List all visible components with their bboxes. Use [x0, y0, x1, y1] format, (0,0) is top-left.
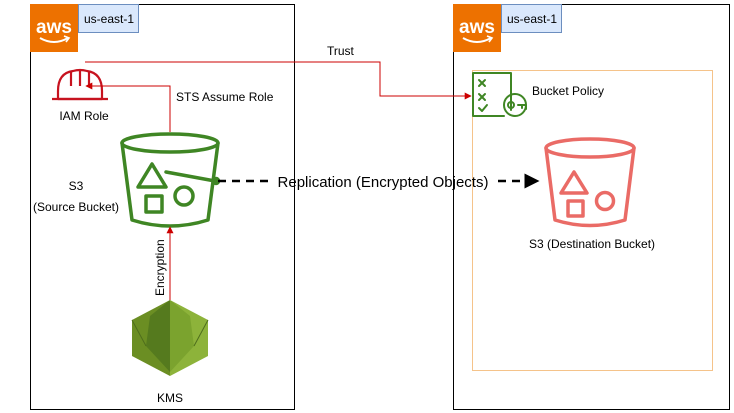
aws-logo-badge	[30, 4, 78, 52]
s3-destination-label: S3 (Destination Bucket)	[529, 237, 655, 251]
aws-smile-icon	[39, 37, 69, 43]
iam-role-node: IAM Role	[52, 68, 109, 123]
checklist-key-icon	[472, 72, 527, 117]
region-destination: aws us-east-1	[453, 4, 730, 410]
region-name: us-east-1	[84, 12, 134, 26]
trust-label: Trust	[327, 44, 355, 58]
iam-role-label: IAM Role	[59, 109, 109, 123]
destination-account-frame	[472, 70, 713, 371]
region-tag	[501, 4, 562, 33]
helmet-icon	[52, 68, 108, 101]
bucket-icon	[120, 132, 221, 228]
aws-logo: aws	[459, 17, 495, 38]
s3-source-label-line1: S3	[69, 179, 84, 193]
region-frame	[30, 4, 295, 410]
aws-smile-arrow-icon	[63, 35, 71, 43]
aws-logo: aws	[36, 17, 72, 38]
shield-icon	[131, 300, 209, 376]
s3-source-label-line2: (Source Bucket)	[33, 200, 119, 214]
kms-label: KMS	[157, 391, 183, 405]
sts-assume-role-arrow	[85, 82, 171, 132]
trust-arrow	[85, 61, 472, 100]
bucket-policy-node: Bucket Policy	[472, 72, 604, 117]
s3-source-bucket: S3 (Source Bucket)	[33, 132, 221, 228]
replication-label: Replication (Encrypted Objects)	[278, 174, 489, 191]
region-name: us-east-1	[507, 12, 557, 26]
region-tag	[78, 4, 139, 33]
aws-smile-icon	[462, 37, 492, 43]
aws-logo-badge	[453, 4, 501, 52]
aws-smile-arrow-icon	[486, 35, 494, 43]
s3-destination-bucket: S3 (Destination Bucket)	[529, 137, 655, 251]
region-source: aws us-east-1	[30, 4, 295, 410]
sts-label: STS Assume Role	[176, 90, 274, 104]
bucket-icon	[544, 137, 636, 228]
kms-node: KMS	[131, 300, 209, 405]
bucket-policy-label: Bucket Policy	[532, 84, 604, 98]
region-frame	[453, 4, 730, 410]
encryption-label: Encryption	[153, 239, 167, 296]
